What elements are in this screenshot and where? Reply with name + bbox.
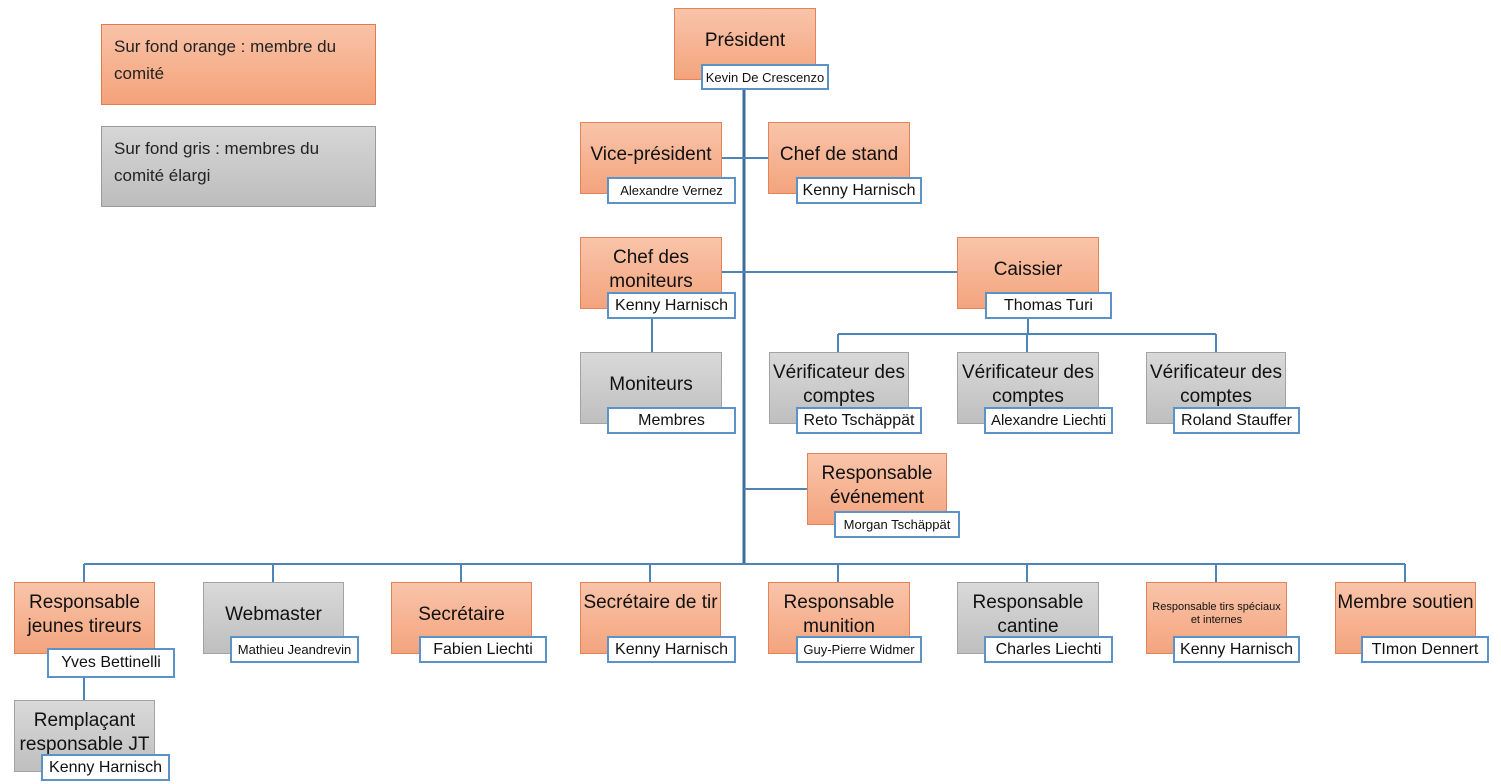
name-membre-soutien: TImon Dennert [1361, 636, 1489, 663]
name-chef-de-stand: Kenny Harnisch [796, 177, 922, 204]
name-secretaire: Fabien Liechti [419, 636, 547, 663]
name-chef-des-moniteurs: Kenny Harnisch [607, 292, 736, 319]
name-secretaire-de-tir: Kenny Harnisch [607, 636, 736, 663]
name-responsable-evenement: Morgan Tschäppät [834, 511, 960, 538]
name-verificateur-2: Alexandre Liechti [984, 407, 1113, 434]
role-remplacant-responsable-jt: Remplaçant responsable JT [14, 700, 155, 772]
name-webmaster: Mathieu Jeandrevin [230, 636, 359, 663]
name-responsable-jeunes-tireurs: Yves Bettinelli [47, 648, 175, 678]
legend-gray: Sur fond gris : membres du comité élargi [101, 126, 376, 207]
name-verificateur-1: Reto Tschäppät [796, 407, 922, 434]
name-responsable-munition: Guy-Pierre Widmer [796, 636, 922, 663]
legend-orange: Sur fond orange : membre du comité [101, 24, 376, 105]
name-responsable-tirs-speciaux: Kenny Harnisch [1173, 636, 1300, 663]
name-moniteurs: Membres [607, 407, 736, 434]
role-responsable-jeunes-tireurs: Responsable jeunes tireurs [14, 582, 155, 654]
name-responsable-cantine: Charles Liechti [984, 636, 1113, 663]
name-remplacant-responsable-jt: Kenny Harnisch [41, 754, 170, 781]
name-vice-president: Alexandre Vernez [607, 177, 736, 204]
name-caissier: Thomas Turi [985, 292, 1112, 319]
name-president: Kevin De Crescenzo [701, 64, 829, 90]
name-verificateur-3: Roland Stauffer [1173, 407, 1300, 434]
